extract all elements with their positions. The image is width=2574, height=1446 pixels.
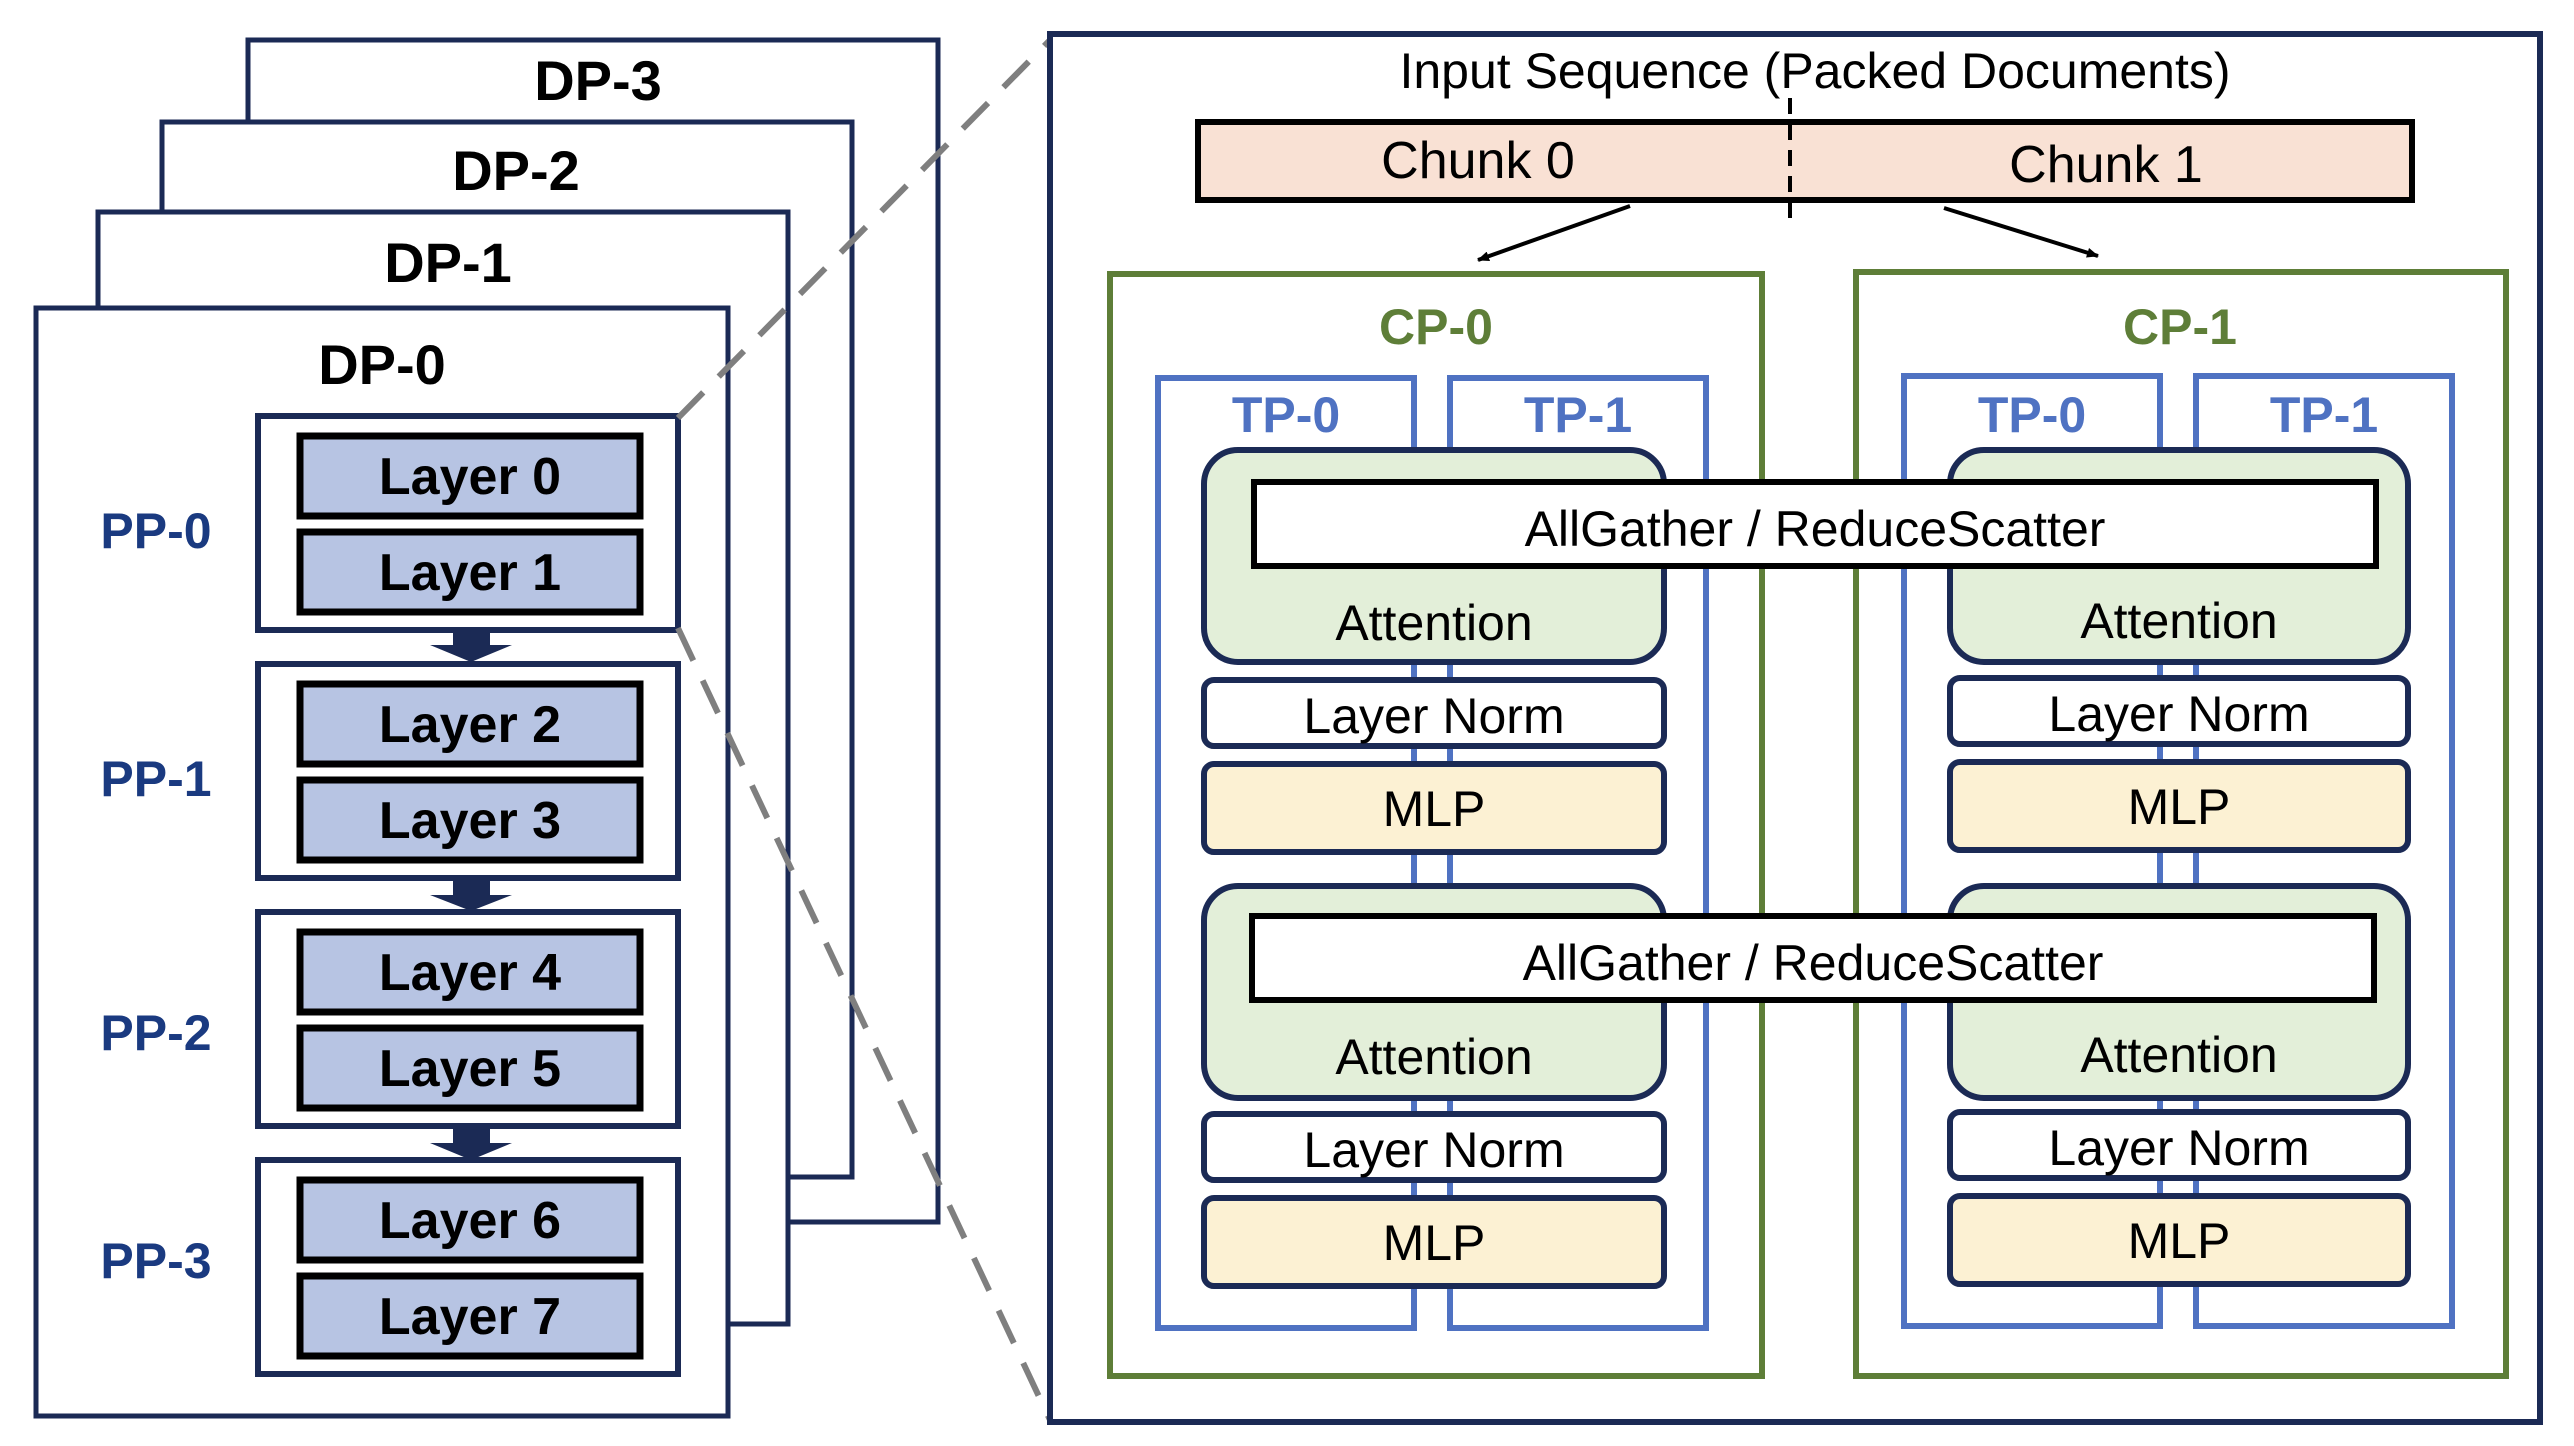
pp-2-label: PP-2 [100, 1005, 211, 1061]
layer-norm-box [1201, 677, 1667, 749]
tp-0-label: TP-0 [1232, 387, 1340, 443]
layer-label: Layer 3 [379, 792, 561, 850]
mlp-box [1947, 1193, 2411, 1287]
tp-0-label: TP-0 [1978, 387, 2086, 443]
layer-label: Layer 1 [379, 544, 561, 602]
layer-norm-label: Layer Norm [1303, 1122, 1564, 1178]
layer-box [296, 528, 644, 616]
zoom-connector [675, 37, 1053, 1422]
layer-box [296, 1272, 644, 1360]
transformer-block-2: Attention Layer Norm MLP Attention Layer… [1201, 883, 2411, 1289]
dp-3-label: DP-3 [534, 49, 662, 112]
layer-norm-box [1947, 1109, 2411, 1181]
allgather-reducescatter-bar [1249, 913, 2377, 1003]
tp-1-label: TP-1 [1524, 387, 1632, 443]
cp-1-box [1853, 269, 2509, 1379]
pp-arrow-0-1 [430, 628, 512, 662]
attention-label: Attention [2080, 1027, 2277, 1083]
allgather-reducescatter-label: AllGather / ReduceScatter [1525, 501, 2106, 557]
layer-box [296, 1176, 644, 1264]
layer-norm-box [1201, 1111, 1667, 1183]
allgather-reducescatter-bar [1251, 479, 2379, 569]
mlp-label: MLP [2128, 779, 2231, 835]
chunk-0-arrow [1477, 204, 1631, 262]
attention-label: Attention [1335, 1029, 1532, 1085]
zoom-line-top [675, 37, 1053, 421]
input-sequence-title: Input Sequence (Packed Documents) [1399, 43, 2230, 99]
pp-1-label: PP-1 [100, 751, 211, 807]
attention-label: Attention [1335, 595, 1532, 651]
layer-label: Layer 2 [379, 696, 561, 754]
dp-2-label: DP-2 [452, 139, 580, 202]
detail-panel: Input Sequence (Packed Documents) Chunk … [1047, 31, 2543, 1425]
layer-label: Layer 5 [379, 1040, 561, 1098]
cp-0-label: CP-0 [1379, 299, 1493, 355]
attention-label: Attention [2080, 593, 2277, 649]
dp-0-label: DP-0 [318, 333, 446, 396]
pp-arrow-1-2 [430, 880, 512, 911]
input-sequence-bar [1195, 119, 2415, 203]
pp-3-label: PP-3 [100, 1233, 211, 1289]
chunk-0-label: Chunk 0 [1381, 132, 1575, 190]
chunk-1-label: Chunk 1 [2009, 136, 2203, 194]
layer-label: Layer 6 [379, 1192, 561, 1250]
mlp-box [1947, 759, 2411, 853]
mlp-box [1201, 761, 1667, 855]
pipeline-stages: PP-0 Layer 0 Layer 1 PP-1 Layer 2 Layer … [100, 413, 681, 1377]
layer-box [296, 1024, 644, 1112]
layer-label: Layer 7 [379, 1288, 561, 1346]
layer-box [296, 776, 644, 864]
layer-box [296, 680, 644, 768]
layer-norm-label: Layer Norm [1303, 688, 1564, 744]
layer-box [296, 432, 644, 520]
mlp-label: MLP [1383, 1215, 1486, 1271]
chunk-1-arrow [1943, 206, 2099, 258]
tp-1-label: TP-1 [2270, 387, 2378, 443]
cp-1-label: CP-1 [2123, 299, 2237, 355]
layer-norm-label: Layer Norm [2048, 1120, 2309, 1176]
pp-0-label: PP-0 [100, 503, 211, 559]
dp-1-label: DP-1 [384, 231, 512, 294]
zoom-line-bottom [675, 626, 1053, 1422]
mlp-label: MLP [1383, 781, 1486, 837]
layer-norm-box [1947, 675, 2411, 747]
mlp-box [1201, 1195, 1667, 1289]
cp-0-box [1107, 271, 1765, 1379]
layer-label: Layer 4 [379, 944, 561, 1002]
pp-arrow-2-3 [430, 1128, 512, 1160]
transformer-block-1: Attention Layer Norm MLP Attention Layer… [1201, 447, 2411, 855]
mlp-label: MLP [2128, 1213, 2231, 1269]
allgather-reducescatter-label: AllGather / ReduceScatter [1523, 935, 2104, 991]
layer-box [296, 928, 644, 1016]
layer-label: Layer 0 [379, 448, 561, 506]
layer-norm-label: Layer Norm [2048, 686, 2309, 742]
